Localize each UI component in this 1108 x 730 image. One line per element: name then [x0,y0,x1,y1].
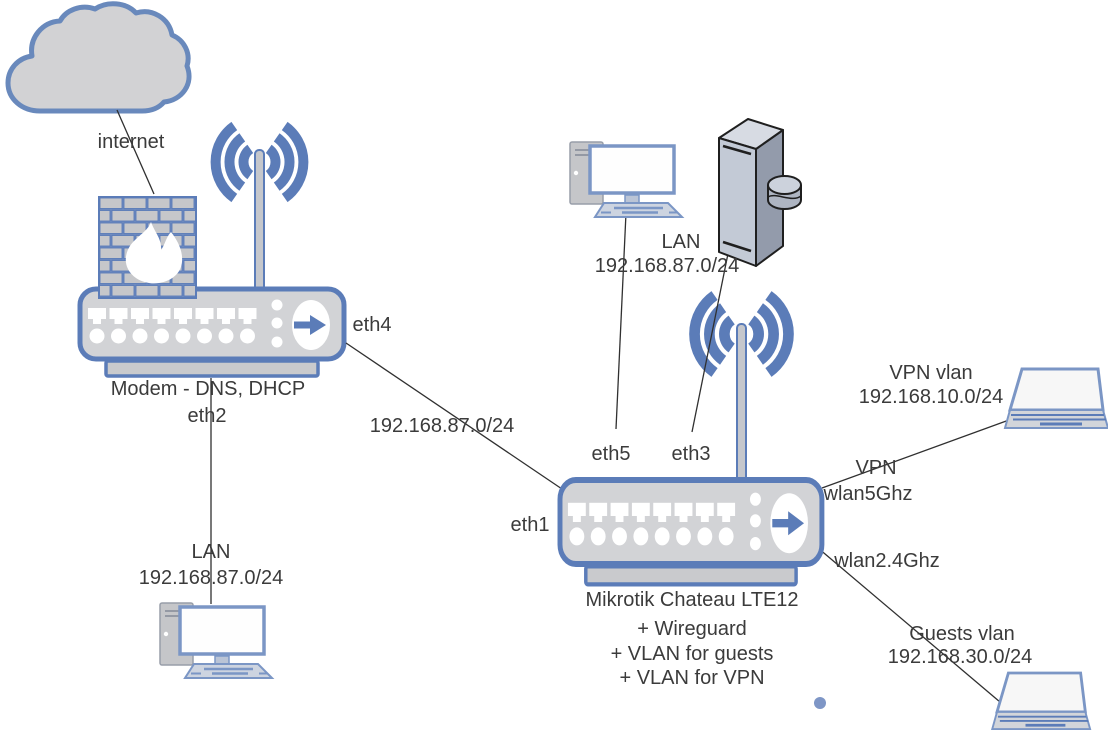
guests-vlan-subnet-label: 192.168.30.0/24 [887,646,1033,668]
internet-label: internet [97,131,165,153]
lan-center-subnet-label: 192.168.87.0/24 [594,255,740,277]
modem-antenna-icon [216,126,304,292]
modem-router-icon [80,289,344,376]
lan-left-title-label: LAN [191,541,231,563]
guests-vlan-title-label: Guests vlan [909,623,1015,645]
link-wlan24-laptop-line [817,547,1001,703]
server-icon [718,118,802,267]
eth3-label: eth3 [671,443,711,465]
lan-left-subnet-label: 192.168.87.0/24 [138,567,284,589]
link-internet-modem-line [116,109,155,195]
link-eth5-pc-line [615,212,627,430]
flame-icon [125,222,183,284]
mikrotik-feature-vpn-vlan-label: + VLAN for VPN [619,667,765,689]
mikrotik-name-label: Mikrotik Chateau LTE12 [585,589,799,611]
wlan24ghz-label: wlan2.4Ghz [834,550,940,572]
link-modem-mikrotik-line [345,342,563,490]
mikrotik-feature-guest-vlan-label: + VLAN for guests [610,643,774,665]
mikrotik-feature-wireguard-label: + Wireguard [637,618,747,640]
link-vpn-laptop-line [821,419,1010,489]
modem-name-label: Modem - DNS, DHCP [110,378,306,400]
lan-center-title-label: LAN [661,231,701,253]
modem-link-subnet-label: 192.168.87.0/24 [369,415,515,437]
lan-desktop-center-icon [568,140,684,219]
eth5-label: eth5 [591,443,631,465]
modem-eth2-label: eth2 [187,405,227,427]
lan-desktop-left-icon [158,601,274,680]
vpn-laptop-icon [1003,367,1108,430]
eth1-label: eth1 [510,514,550,536]
mikrotik-router-icon [560,480,822,584]
vpn-vlan-subnet-label: 192.168.10.0/24 [858,386,1004,408]
eth4-label: eth4 [352,314,392,336]
blue-dot-icon [814,697,826,709]
firewall-icon [98,196,197,299]
vpn-vlan-title-label: VPN vlan [889,362,973,384]
wlan5ghz-label: wlan5Ghz [823,483,913,505]
vpn-label: VPN [855,457,897,479]
guests-laptop-icon [990,671,1092,730]
internet-cloud-icon [5,1,192,114]
